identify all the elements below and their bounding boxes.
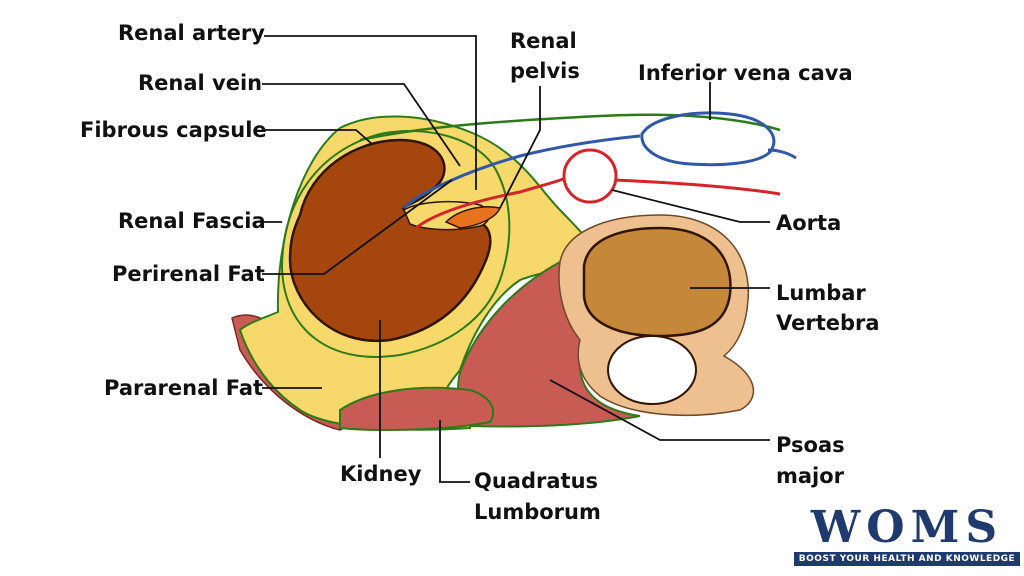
leader-aorta [611, 189, 770, 223]
label-fibrous-capsule: Fibrous capsule [80, 118, 267, 142]
label-lumbar-line2: Vertebra [776, 311, 880, 335]
label-quadratus-line2: Lumborum [474, 500, 601, 524]
label-renal-pelvis-line1: Renal [510, 29, 577, 53]
label-kidney: Kidney [340, 462, 422, 486]
leader-renal-vein [262, 83, 461, 167]
label-renal-vein: Renal vein [138, 71, 263, 95]
label-perirenal-fat: Perirenal Fat [112, 262, 265, 286]
vertebral-body-shape [582, 226, 732, 338]
label-quadratus-line1: Quadratus [474, 469, 599, 493]
label-aorta: Aorta [776, 211, 842, 235]
leader-lines [262, 35, 770, 483]
renal-pelvis-shape [444, 206, 502, 229]
label-psoas-line2: major [776, 464, 845, 488]
leader-fibrous-capsule [262, 129, 373, 145]
ivc-tail [767, 148, 797, 160]
quadratus-lumborum-shape [339, 386, 495, 431]
label-lumbar-line1: Lumbar [776, 281, 866, 305]
woms-logo: WOMS BOOST YOUR HEALTH AND KNOWLEDGE [794, 506, 1020, 568]
label-pararenal-fat: Pararenal Fat [104, 376, 264, 400]
label-renal-artery: Renal artery [118, 21, 265, 45]
leader-perirenal-fat [262, 179, 453, 275]
renal-artery-vessel [415, 176, 567, 230]
leader-psoas-major [549, 379, 770, 441]
renal-fascia-top-line [359, 113, 781, 142]
leader-renal-artery [264, 35, 477, 190]
leader-quadratus-lumborum [439, 420, 470, 483]
aorta-tail [613, 178, 781, 196]
leader-renal-pelvis [499, 86, 541, 209]
spinal-canal [607, 335, 697, 405]
renal-vein-vessel [402, 134, 641, 210]
perirenal-fat-boundary [280, 130, 511, 358]
label-psoas-line1: Psoas [776, 433, 845, 457]
aorta-shape [562, 148, 618, 204]
label-renal-fascia: Renal Fascia [118, 209, 266, 233]
logo-tagline: BOOST YOUR HEALTH AND KNOWLEDGE [794, 552, 1020, 566]
inferior-vena-cava-shape [640, 111, 776, 167]
label-renal-pelvis-line2: pelvis [510, 59, 580, 83]
label-inferior-vena-cava: Inferior vena cava [638, 61, 853, 85]
logo-wordmark: WOMS [810, 502, 1004, 553]
